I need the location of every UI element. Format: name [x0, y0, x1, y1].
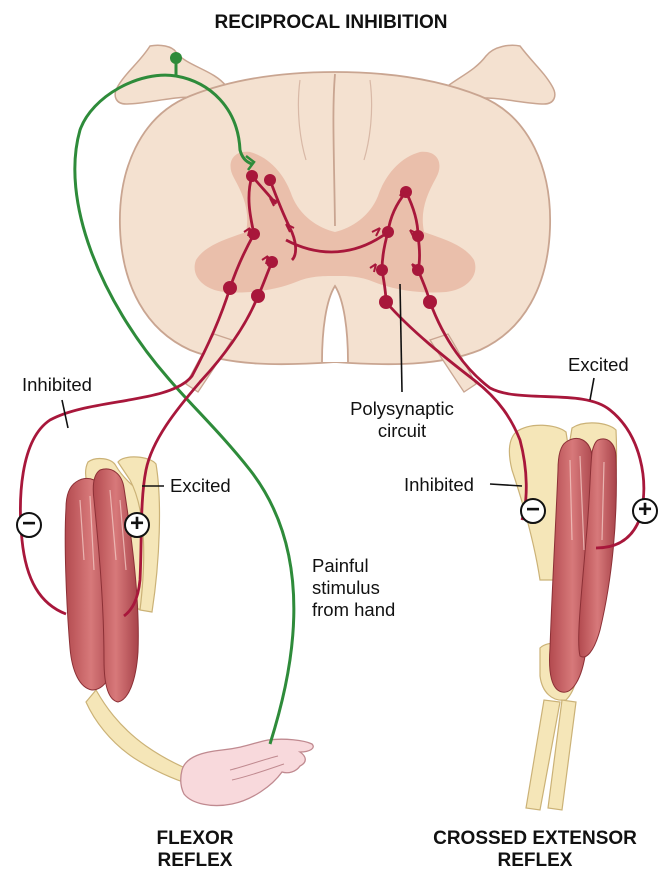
stimulus-line-2: stimulus [312, 577, 380, 598]
flexor-reflex-caption: FLEXOR REFLEX [130, 828, 260, 872]
sensory-terminal [245, 155, 256, 171]
right-excitation-plus-sign: + [632, 498, 658, 524]
synapse-terminals [243, 187, 421, 273]
left-interneuron-axon-6 [288, 227, 297, 261]
neuron-soma [248, 228, 260, 240]
commissural-fiber [285, 230, 389, 254]
left-hand [180, 738, 314, 807]
crossed-extensor-reflex-caption: CROSSED EXTENSOR REFLEX [408, 828, 662, 872]
right-shin-bones [525, 699, 577, 811]
left-inhibition-minus-sign: − [16, 512, 42, 538]
neuron-soma [382, 226, 394, 238]
diagram-title: RECIPROCAL INHIBITION [214, 12, 448, 33]
right-inhibition-minus-sign: − [520, 498, 546, 524]
leader-left-inhibited [61, 399, 69, 429]
painful-stimulus-label: Painful stimulus from hand [312, 555, 395, 621]
ventral-median-fissure [321, 284, 349, 363]
right-excited-label: Excited [568, 354, 629, 375]
leader-right-excited [589, 377, 595, 401]
crossed-caption-line-2: REFLEX [497, 850, 573, 871]
polysynaptic-line-1: Polysynaptic [350, 398, 454, 419]
left-excitation-plus-sign: + [124, 512, 150, 538]
neuron-soma [246, 170, 258, 182]
right-motor-axon-inhibited [384, 301, 528, 521]
left-muscle-striations [79, 489, 127, 571]
spinal-cord [114, 44, 556, 393]
sensory-fiber [73, 73, 296, 745]
left-arm [64, 456, 314, 807]
stimulus-line-3: from hand [312, 599, 396, 620]
neuron-soma [264, 174, 276, 186]
left-motor-axon-excited [123, 295, 260, 618]
motor-neuron-soma [251, 289, 265, 303]
dorsal-column-groove-left [297, 79, 307, 161]
dorsal-column-groove-right [363, 79, 373, 161]
right-inhibited-label: Inhibited [404, 474, 474, 495]
neuron-cell-bodies [223, 170, 437, 309]
leader-right-inhibited [489, 483, 523, 487]
leader-lines [61, 283, 595, 487]
interneuron-network [19, 175, 646, 618]
left-motor-axon-inhibited [19, 287, 232, 616]
neuron-soma [412, 264, 424, 276]
motor-neuron-soma [423, 295, 437, 309]
stimulus-line-1: Painful [312, 555, 369, 576]
left-inhibited-label: Inhibited [22, 374, 92, 395]
neuron-soma [266, 256, 278, 268]
motor-neuron-soma [379, 295, 393, 309]
polysynaptic-circuit-label: Polysynaptic circuit [338, 398, 466, 442]
dorsal-median-sulcus [332, 73, 336, 227]
left-excited-label: Excited [170, 475, 231, 496]
motor-neuron-soma [223, 281, 237, 295]
flexor-caption-line-1: FLEXOR [156, 828, 234, 849]
sensory-neuron [73, 52, 296, 745]
right-muscle-striations [569, 455, 605, 551]
crossed-caption-line-1: CROSSED EXTENSOR [433, 828, 637, 849]
polysynaptic-line-2: circuit [377, 420, 427, 441]
flexor-caption-line-2: REFLEX [157, 850, 233, 871]
leader-polysynaptic [399, 283, 403, 393]
left-hand-fingers [229, 755, 285, 781]
dorsal-root-ganglion-cell [170, 52, 182, 64]
neuron-soma [376, 264, 388, 276]
